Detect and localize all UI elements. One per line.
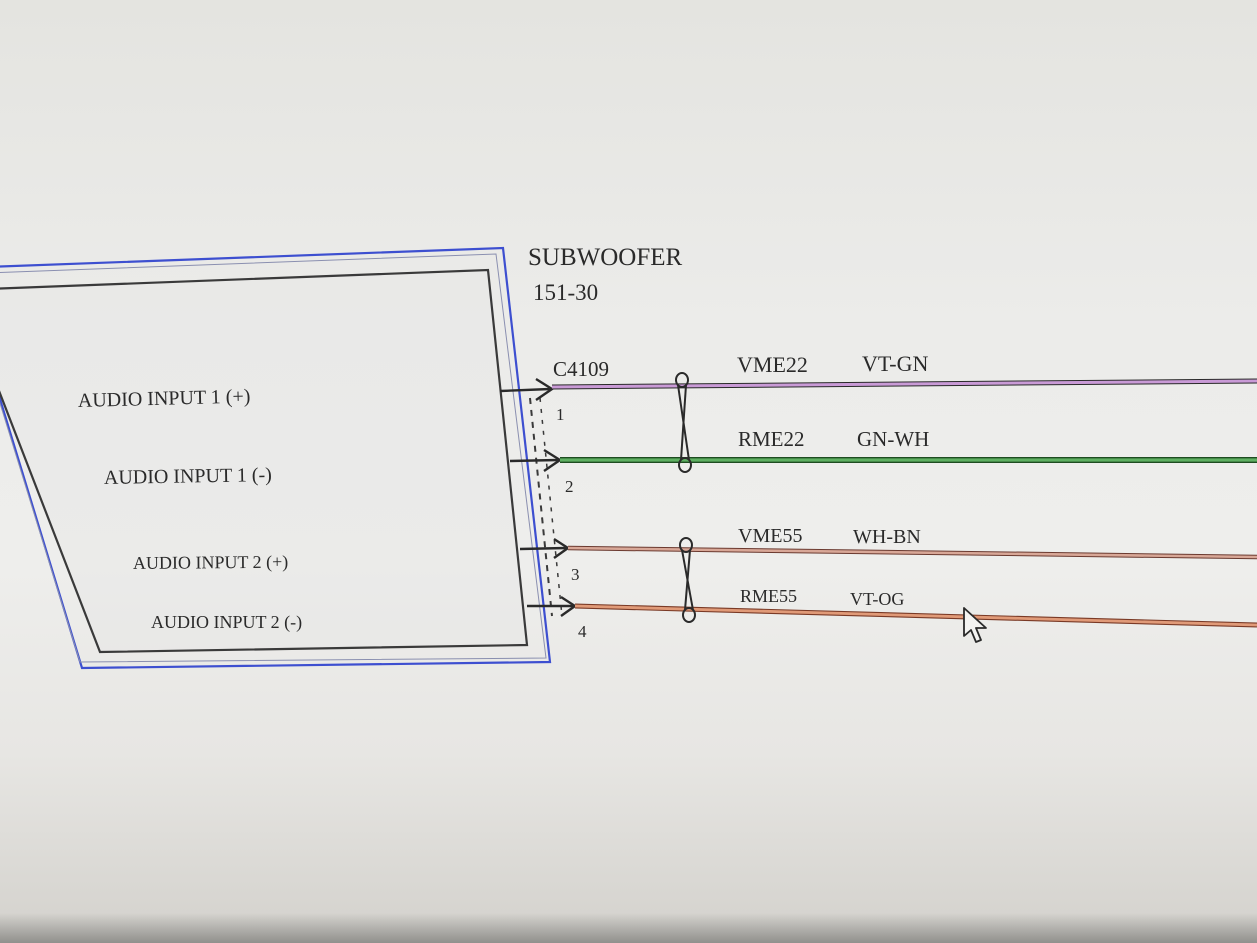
pin-number-2: 2 [565, 477, 574, 496]
wire-circuit-2: RME22 [738, 427, 805, 451]
twisted-pair-symbol-2 [679, 537, 696, 623]
wire-3 [567, 545, 1257, 560]
component-ref: 151-30 [533, 280, 598, 305]
component-middle-frame [0, 253, 547, 663]
pin-label-4: AUDIO INPUT 2 (-) [151, 612, 302, 633]
twisted-pair-symbol-1 [675, 372, 692, 473]
wire-circuit-4: RME55 [740, 586, 797, 606]
monitor-bezel [0, 913, 1257, 943]
component-outer-frame [0, 246, 552, 670]
component-inner-frame [0, 268, 529, 654]
wire-color-4: VT-OG [850, 589, 904, 609]
wire-circuit-1: VME22 [737, 352, 808, 377]
pin-label-3: AUDIO INPUT 2 (+) [133, 552, 288, 574]
wire-color-2: GN-WH [857, 427, 929, 451]
pin-label-2: AUDIO INPUT 1 (-) [104, 464, 272, 489]
pin-label-1: AUDIO INPUT 1 (+) [78, 385, 251, 412]
pin-number-4: 4 [578, 622, 587, 641]
pin-number-3: 3 [571, 565, 580, 584]
mouse-pointer-icon [963, 607, 987, 643]
wire-color-3: WH-BN [853, 526, 921, 548]
wire-color-1: VT-GN [862, 351, 929, 376]
wire-circuit-3: VME55 [738, 525, 802, 547]
wire-4 [574, 603, 1257, 628]
connector-dashed-outline [529, 397, 553, 617]
wire-1 [551, 378, 1257, 390]
connector-id: C4109 [553, 357, 609, 381]
component-name: SUBWOOFER [528, 244, 683, 271]
pin-number-1: 1 [556, 405, 565, 424]
connector-dashed-outline-2 [539, 397, 563, 617]
